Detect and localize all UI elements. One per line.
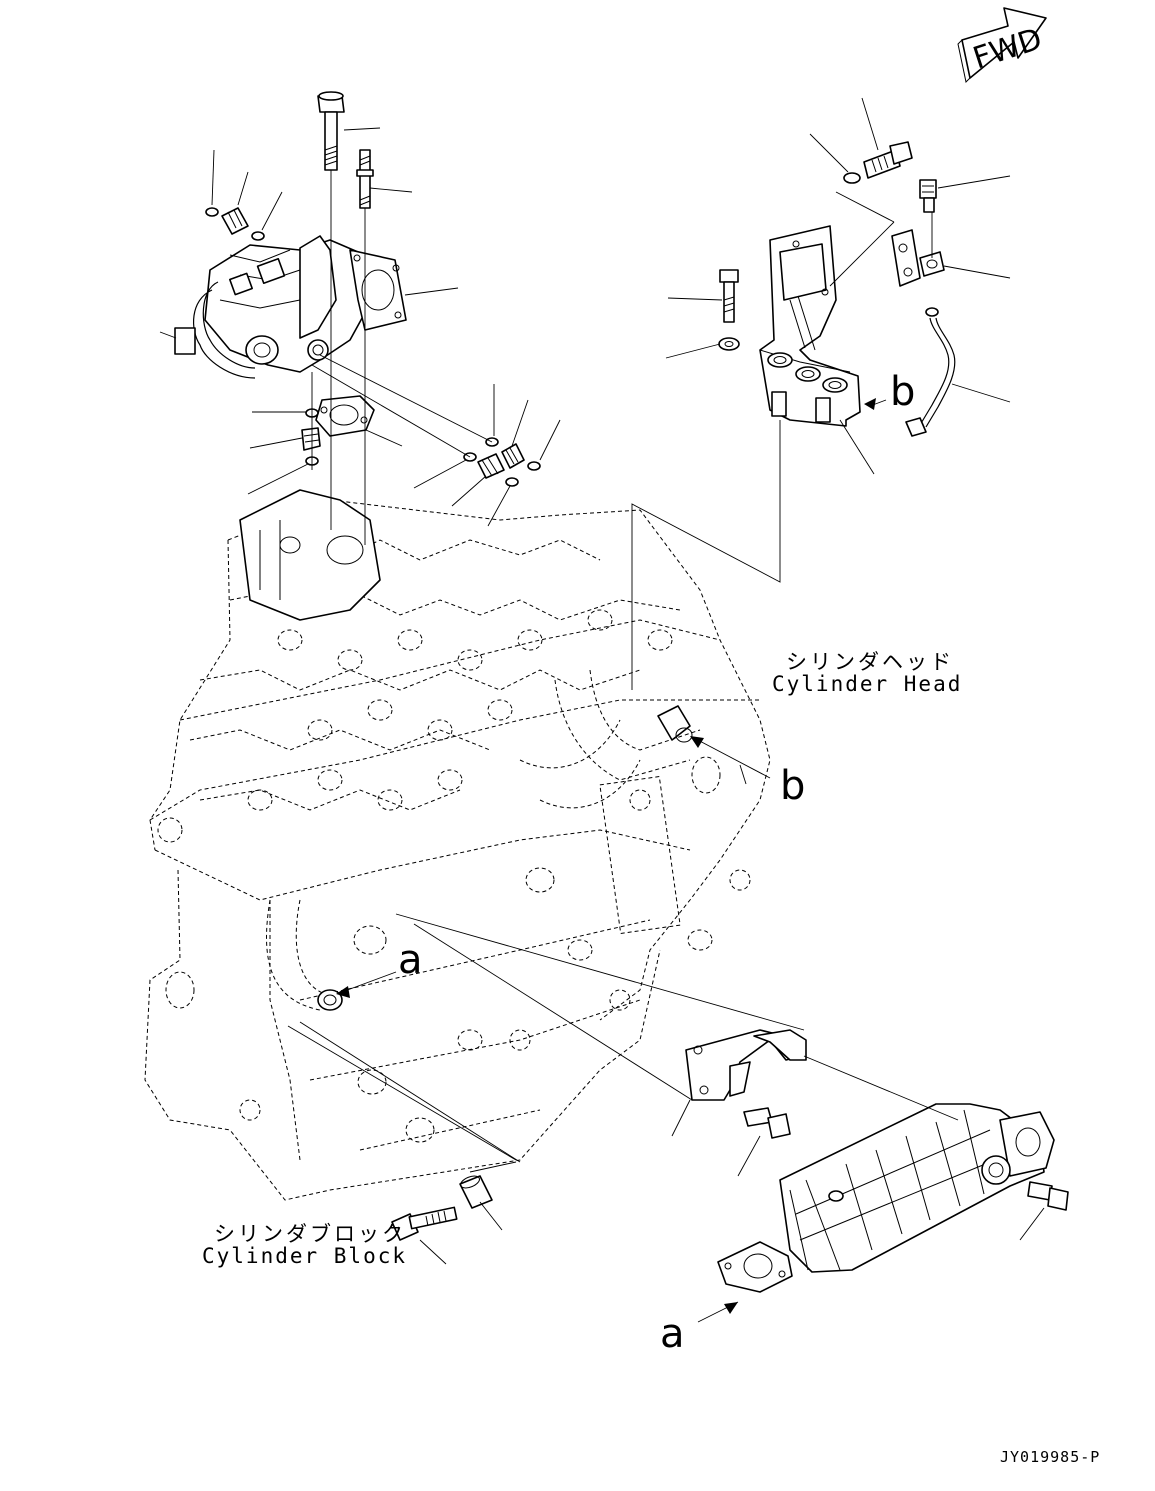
adapter-fitting-icon: [501, 443, 525, 469]
egr-valve-assembly: [174, 91, 541, 487]
gasket-icon: [717, 1241, 793, 1293]
bolt-icon: [391, 1206, 458, 1241]
cylinder-block-label-en: Cylinder Block: [202, 1244, 408, 1268]
connection-ref-b-upper: b: [890, 369, 916, 415]
o-ring-icon: [925, 307, 939, 317]
drawing-code: JY019985-P: [1000, 1448, 1101, 1466]
o-ring-icon: [505, 477, 519, 487]
bracket-assembly: [718, 141, 956, 437]
connection-ref-b-lower: b: [780, 763, 806, 809]
fwd-label: FWD: [969, 22, 1046, 77]
block-fittings: [391, 1175, 493, 1241]
cylinder-block-label-jp: シリンダブロック: [214, 1222, 406, 1246]
plug-icon: [221, 207, 249, 235]
cylinder-head-label-jp: シリンダヘッド: [786, 650, 954, 674]
cylinder-head-label-en: Cylinder Head: [772, 672, 963, 696]
o-ring-icon: [205, 207, 219, 217]
bolt-icon: [743, 1107, 791, 1139]
egr-cooler-assembly: [685, 1029, 1069, 1293]
long-bolt-icon: [317, 91, 345, 171]
connection-ref-a-lower: a: [660, 1311, 685, 1357]
adapter-fitting-icon: [477, 453, 505, 479]
connection-ref-a-upper: a: [398, 937, 423, 983]
washer-icon: [718, 337, 740, 351]
bolt-icon: [863, 141, 913, 179]
stud-bolt-icon: [356, 149, 374, 209]
o-ring-icon: [527, 461, 541, 471]
o-ring-icon: [251, 231, 265, 241]
washer-icon: [843, 172, 861, 184]
leader-lines: [159, 97, 1045, 1323]
bolt-icon: [1027, 1181, 1069, 1211]
adapter-fitting-icon: [301, 427, 321, 451]
engine-block-outline: [144, 499, 771, 1201]
bolt-icon: [719, 269, 739, 323]
forward-arrow-marker: FWD: [957, 7, 1047, 84]
sensor-icon: [919, 179, 937, 213]
sleeve-icon: [459, 1175, 493, 1209]
engine-mounted-parts: [239, 489, 693, 1011]
